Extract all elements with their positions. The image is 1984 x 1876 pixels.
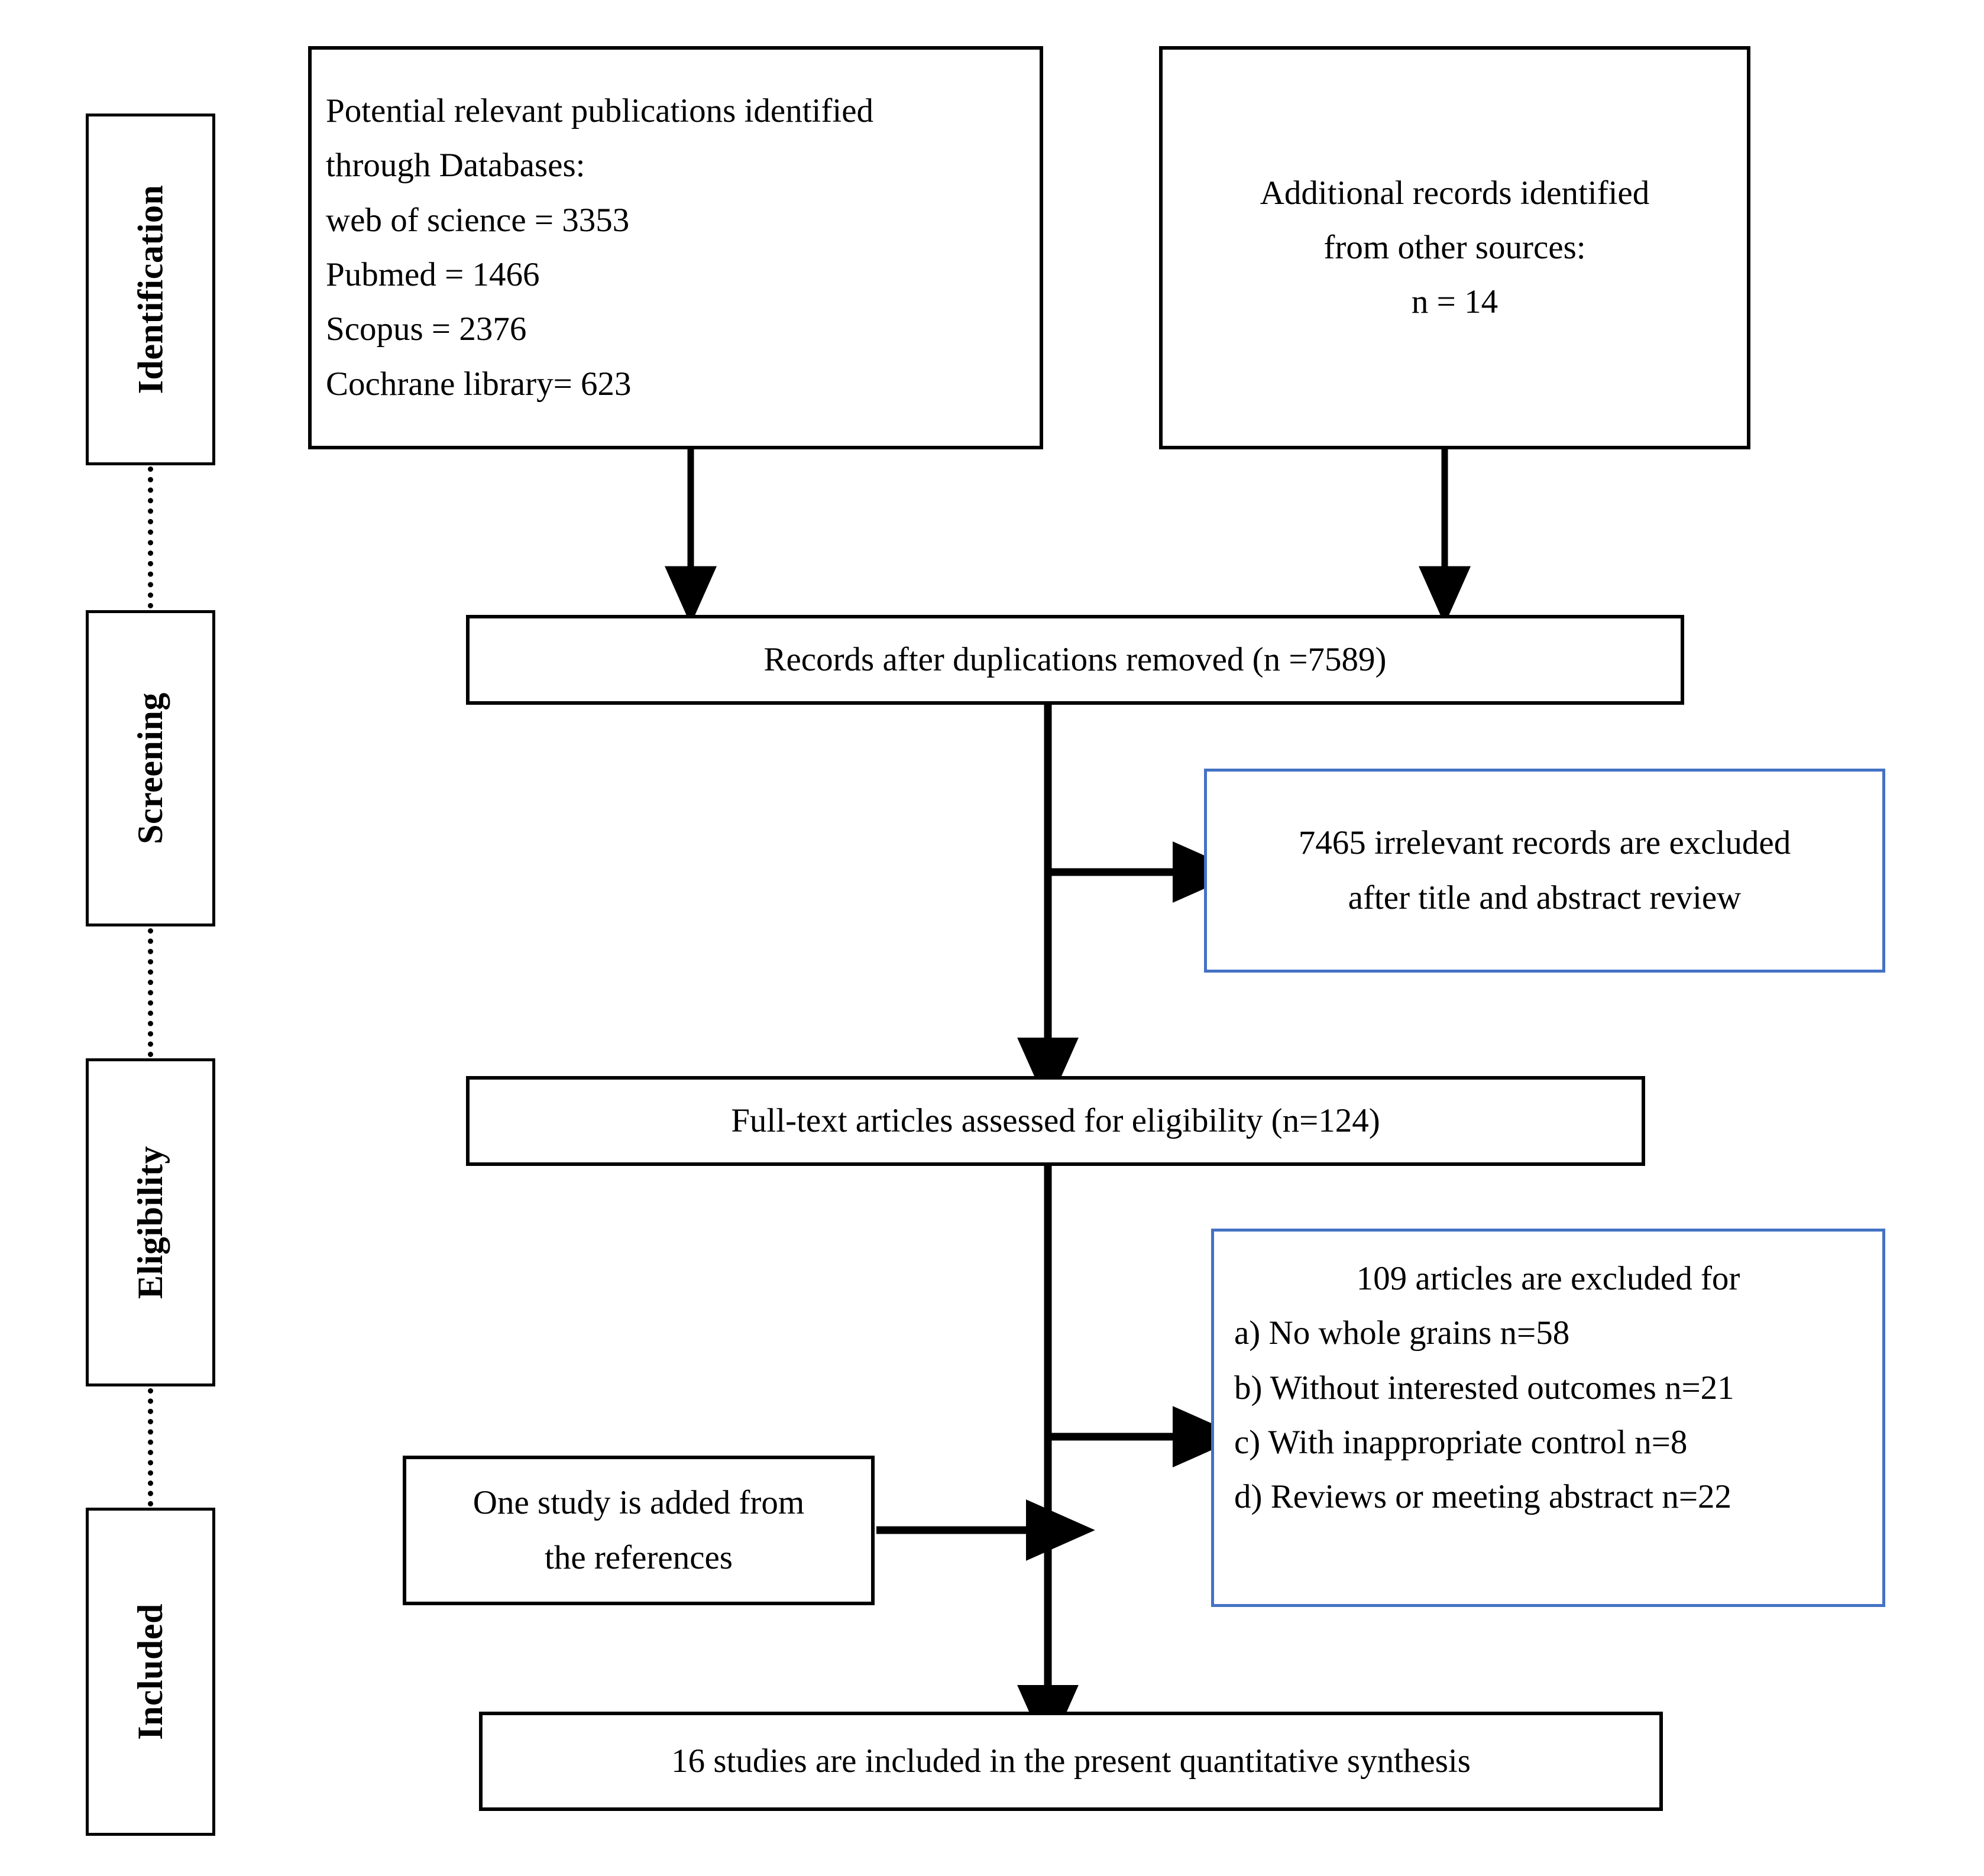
box-other-sources-text: Additional records identified from other…: [1260, 174, 1650, 321]
box-added-from-references-text: One study is added from the references: [472, 1484, 805, 1576]
stage-label-identification: Identification: [131, 184, 170, 394]
box-excluded-full-text: 109 articles are excluded for a) No whol…: [1211, 1229, 1885, 1607]
box-added-from-references: One study is added from the references: [403, 1456, 875, 1605]
box-excluded-full-text-reason-d: d) Reviews or meeting abstract n=22: [1234, 1478, 1732, 1516]
stage-box-identification: Identification: [86, 114, 215, 465]
box-full-text-assessed: Full-text articles assessed for eligibil…: [466, 1076, 1645, 1166]
box-final-included: 16 studies are included in the present q…: [479, 1712, 1663, 1811]
stage-box-screening: Screening: [86, 610, 215, 926]
box-after-duplicates: Records after duplications removed (n =7…: [466, 615, 1684, 705]
stage-divider-identification-screening: [148, 466, 153, 608]
box-databases-text: Potential relevant publications identifi…: [326, 92, 873, 403]
box-excluded-full-text-reason-c: c) With inappropriate control n=8: [1234, 1423, 1688, 1461]
box-after-duplicates-text: Records after duplications removed (n =7…: [763, 640, 1387, 678]
box-excluded-full-text-reason-b: b) Without interested outcomes n=21: [1234, 1369, 1734, 1407]
stage-divider-eligibility-included: [148, 1388, 153, 1506]
stage-label-screening: Screening: [131, 692, 170, 844]
box-full-text-assessed-text: Full-text articles assessed for eligibil…: [731, 1101, 1380, 1139]
box-excluded-full-text-reason-a: a) No whole grains n=58: [1234, 1314, 1570, 1352]
stage-box-eligibility: Eligibility: [86, 1058, 215, 1386]
stage-label-included: Included: [131, 1603, 170, 1740]
box-excluded-title-abstract-text: 7465 irrelevant records are excluded aft…: [1298, 824, 1791, 916]
stage-box-included: Included: [86, 1508, 215, 1836]
box-excluded-full-text-heading: 109 articles are excluded for: [1356, 1260, 1740, 1297]
box-excluded-title-abstract: 7465 irrelevant records are excluded aft…: [1204, 769, 1885, 973]
box-final-included-text: 16 studies are included in the present q…: [671, 1742, 1471, 1780]
stage-label-eligibility: Eligibility: [131, 1146, 170, 1299]
box-databases: Potential relevant publications identifi…: [308, 46, 1043, 449]
box-other-sources: Additional records identified from other…: [1159, 46, 1750, 449]
stage-divider-screening-eligibility: [148, 928, 153, 1057]
